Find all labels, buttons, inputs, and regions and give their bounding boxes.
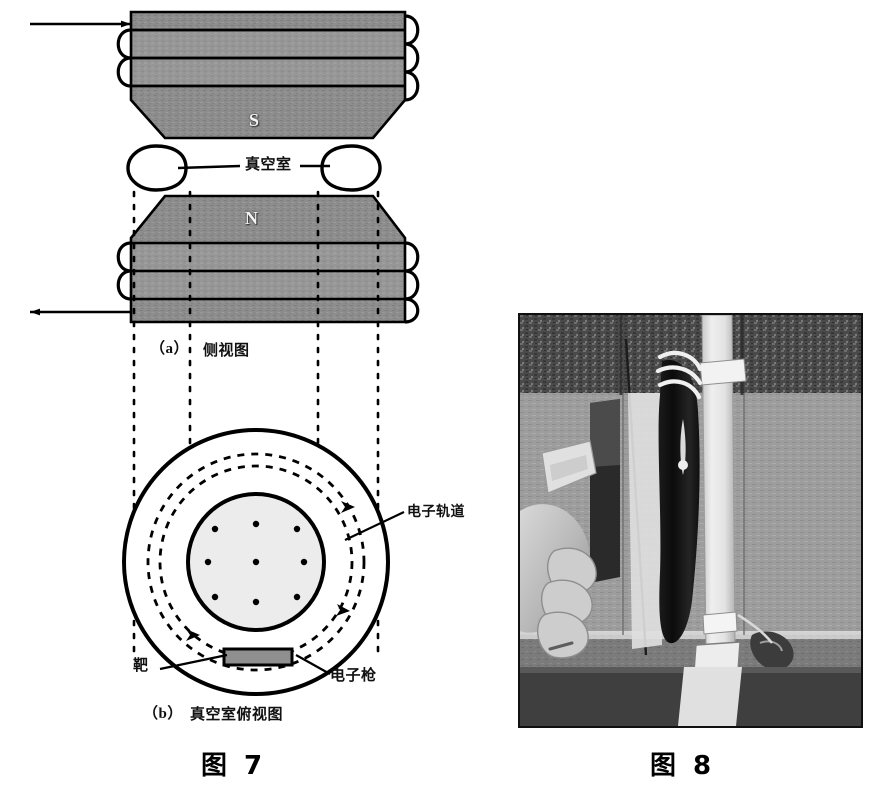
magnet-pole-label-n: N — [245, 208, 258, 228]
vacuum-chamber-cross-section — [126, 144, 382, 192]
target-leader-line — [159, 653, 228, 671]
electron-orbit-outer — [146, 452, 366, 672]
figure-7: S N 真空室 （a） 侧视图 电子轨道 靶 电子枪 （b） 真空室俯视图 — [30, 10, 465, 723]
electron-gun-block — [222, 647, 294, 667]
part-b-marker: （b） — [143, 706, 183, 722]
electron-gun-label: 电子枪 — [330, 666, 377, 684]
figure-7-caption: 图 7 — [201, 751, 267, 781]
chamber-section-left — [126, 144, 188, 192]
chamber-plan-view — [122, 428, 405, 696]
target-label: 靶 — [133, 656, 149, 674]
chamber-section-right — [320, 144, 382, 192]
field-dots — [204, 520, 308, 606]
photograph-content — [520, 315, 861, 726]
part-a-label: 侧视图 — [203, 341, 250, 359]
figure-8-caption: 图 8 — [650, 751, 716, 781]
figure-7-schematic — [30, 10, 420, 696]
part-a-marker: （a） — [150, 341, 190, 357]
vacuum-chamber-label: 真空室 — [245, 155, 292, 173]
top-magnet-assembly — [30, 10, 420, 140]
orbit-direction-arrows — [186, 501, 355, 641]
bottom-magnet-assembly — [30, 194, 420, 324]
orbit-leader-line — [344, 511, 405, 541]
part-b-label: 真空室俯视图 — [190, 705, 284, 723]
hand-and-tool — [520, 440, 597, 659]
magnet-pole-label-s: S — [249, 110, 260, 130]
electron-orbit-inner — [158, 464, 354, 660]
gun-leader-line — [295, 654, 331, 675]
figure-8-photograph — [518, 313, 863, 728]
electron-orbit-label: 电子轨道 — [407, 504, 465, 520]
